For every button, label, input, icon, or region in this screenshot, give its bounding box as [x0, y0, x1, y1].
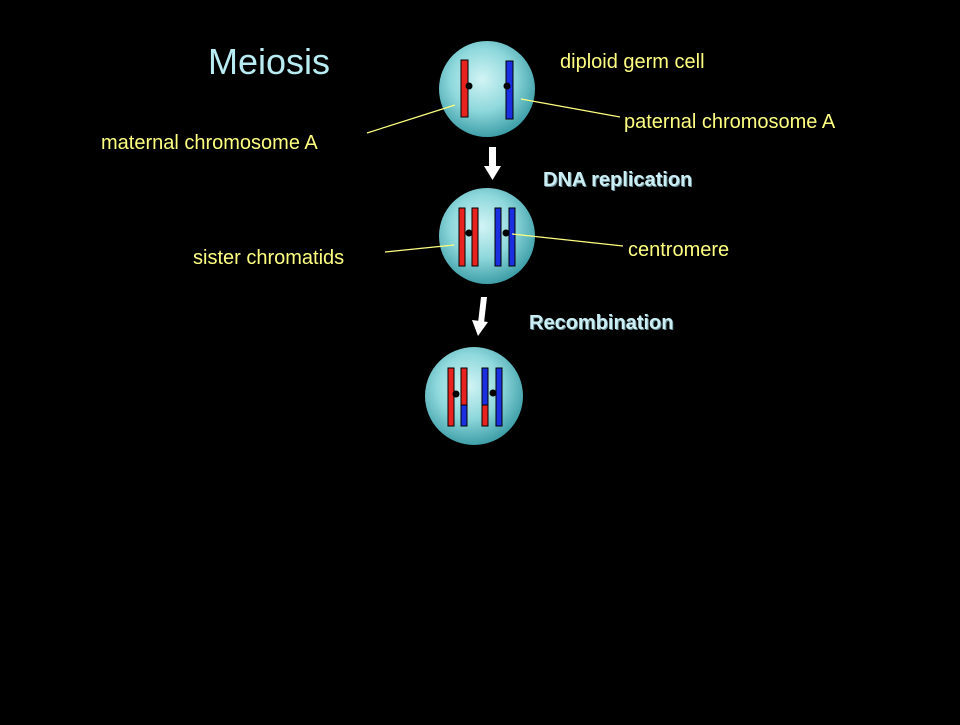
- label-centromere: centromere: [628, 239, 730, 261]
- cell-body: [439, 41, 535, 137]
- maternal-chromatid: [458, 207, 466, 267]
- cell-body: [439, 188, 535, 284]
- arrow-down-2: [472, 297, 488, 336]
- paternal-chromosome: [505, 60, 514, 120]
- label-paternal-chromosome: paternal chromosome A: [624, 111, 836, 133]
- paternal-chromatid: [495, 367, 503, 427]
- label-diploid-germ-cell: diploid germ cell: [560, 51, 705, 73]
- maternal-chromatid: [447, 367, 455, 427]
- leader-line-centromere: [511, 233, 624, 247]
- centromere-dot: [489, 389, 497, 397]
- centromere-dot: [465, 229, 473, 237]
- page-title: Meiosis: [208, 41, 331, 82]
- centromere-dot: [503, 82, 511, 90]
- paternal-chromatid: [494, 207, 502, 267]
- cell-replicated: [439, 188, 535, 284]
- label-sister-chromatids: sister chromatids: [193, 247, 345, 269]
- arrow-down-1: [484, 147, 501, 180]
- centromere-dot: [502, 229, 510, 237]
- cell-recombined: [425, 347, 523, 445]
- label-dna-replication: DNA replication: [543, 169, 693, 191]
- maternal-chromatid: [471, 207, 479, 267]
- leader-line-paternal: [520, 98, 621, 118]
- cell-diploid: [439, 41, 535, 137]
- centromere-dot: [452, 390, 460, 398]
- label-recombination: Recombination: [529, 312, 674, 334]
- recombinant-chromatid: [481, 367, 489, 427]
- label-maternal-chromosome: maternal chromosome A: [101, 132, 318, 154]
- paternal-chromatid: [508, 207, 516, 267]
- cell-body: [425, 347, 523, 445]
- recombinant-chromatid: [460, 367, 468, 427]
- leader-line-sister-chromatids: [384, 244, 455, 253]
- centromere-dot: [465, 82, 473, 90]
- leader-line-maternal: [366, 104, 456, 134]
